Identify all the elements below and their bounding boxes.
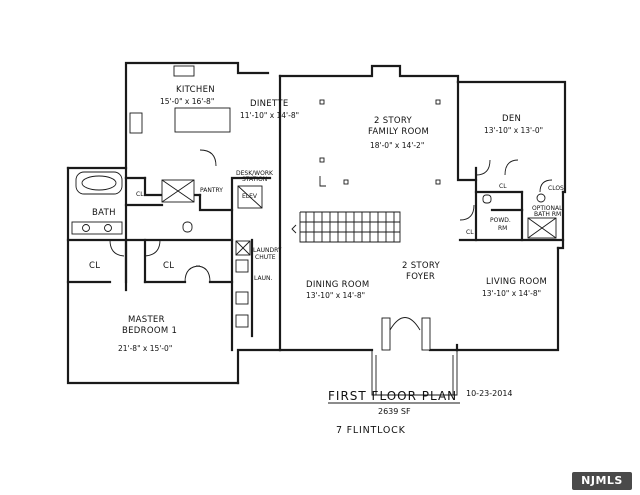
fixtures xyxy=(71,65,557,328)
dinette-dimensions: 11'-10" x 14'-8" xyxy=(240,111,299,120)
laundry-chute-label-2: CHUTE xyxy=(255,254,276,261)
master-label-1: MASTER xyxy=(128,315,165,325)
laundry-chute-label-1: LAUNDRY xyxy=(253,247,282,254)
foyer-label-2: FOYER xyxy=(406,272,435,282)
family-room-label-1: 2 STORY xyxy=(374,116,413,126)
closet-label-right: CL xyxy=(163,261,174,271)
family-room-label-2: FAMILY ROOM xyxy=(368,127,429,137)
closet-label-bath: CL xyxy=(136,191,144,198)
master-dimensions: 21'-8" x 15'-0" xyxy=(118,344,172,353)
kitchen-dimensions: 15'-0" x 16'-8" xyxy=(160,97,214,106)
dinette-label: DINETTE xyxy=(250,99,289,109)
closet-label-den: CL xyxy=(499,183,507,190)
pantry-label: PANTRY xyxy=(200,187,223,194)
dining-room-dimensions: 13'-10" x 14'-8" xyxy=(306,291,365,300)
closet-label-powder: CL xyxy=(466,229,474,236)
powder-room-label-2: RM xyxy=(498,225,507,232)
powder-room-label-1: POWD. xyxy=(490,217,511,224)
den-label: DEN xyxy=(502,114,521,124)
master-label-2: BEDROOM 1 xyxy=(122,326,177,336)
foyer-label-1: 2 STORY xyxy=(402,261,441,271)
dining-room-label: DINING ROOM xyxy=(306,280,370,290)
front-porch xyxy=(371,317,458,396)
optional-bath-label-2: BATH RM xyxy=(534,211,561,218)
staircase xyxy=(291,211,401,243)
watermark-logo: NJMLS xyxy=(572,472,632,490)
title-block: FIRST FLOOR PLAN 10-23-2014 2639 SF 7 FL… xyxy=(328,389,513,436)
desk-label-2: STATION xyxy=(242,176,267,183)
optional-bath-label-1: OPTIONAL xyxy=(532,205,563,212)
family-room-dimensions: 18'-0" x 14'-2" xyxy=(370,141,424,150)
door-swings xyxy=(109,149,553,283)
elev-label: ELEV xyxy=(242,193,258,200)
closet-label-left: CL xyxy=(89,261,100,271)
plan-title: FIRST FLOOR PLAN xyxy=(328,389,457,403)
kitchen-label: KITCHEN xyxy=(176,85,215,95)
laundry-label: LAUN. xyxy=(254,275,272,282)
bath-label: BATH xyxy=(92,208,116,218)
plan-date: 10-23-2014 xyxy=(466,389,513,398)
closet-den-clos-label: CLOS xyxy=(548,185,564,192)
plan-address: 7 FLINTLOCK xyxy=(336,425,406,436)
den-dimensions: 13'-10" x 13'-0" xyxy=(484,126,543,135)
living-room-dimensions: 13'-10" x 14'-8" xyxy=(482,289,541,298)
living-room-label: LIVING ROOM xyxy=(486,277,547,287)
plan-area: 2639 SF xyxy=(378,407,411,416)
desk-label-1: DESK/WORK xyxy=(236,170,274,177)
room-labels: KITCHEN 15'-0" x 16'-8" DINETTE 11'-10" … xyxy=(89,85,564,353)
